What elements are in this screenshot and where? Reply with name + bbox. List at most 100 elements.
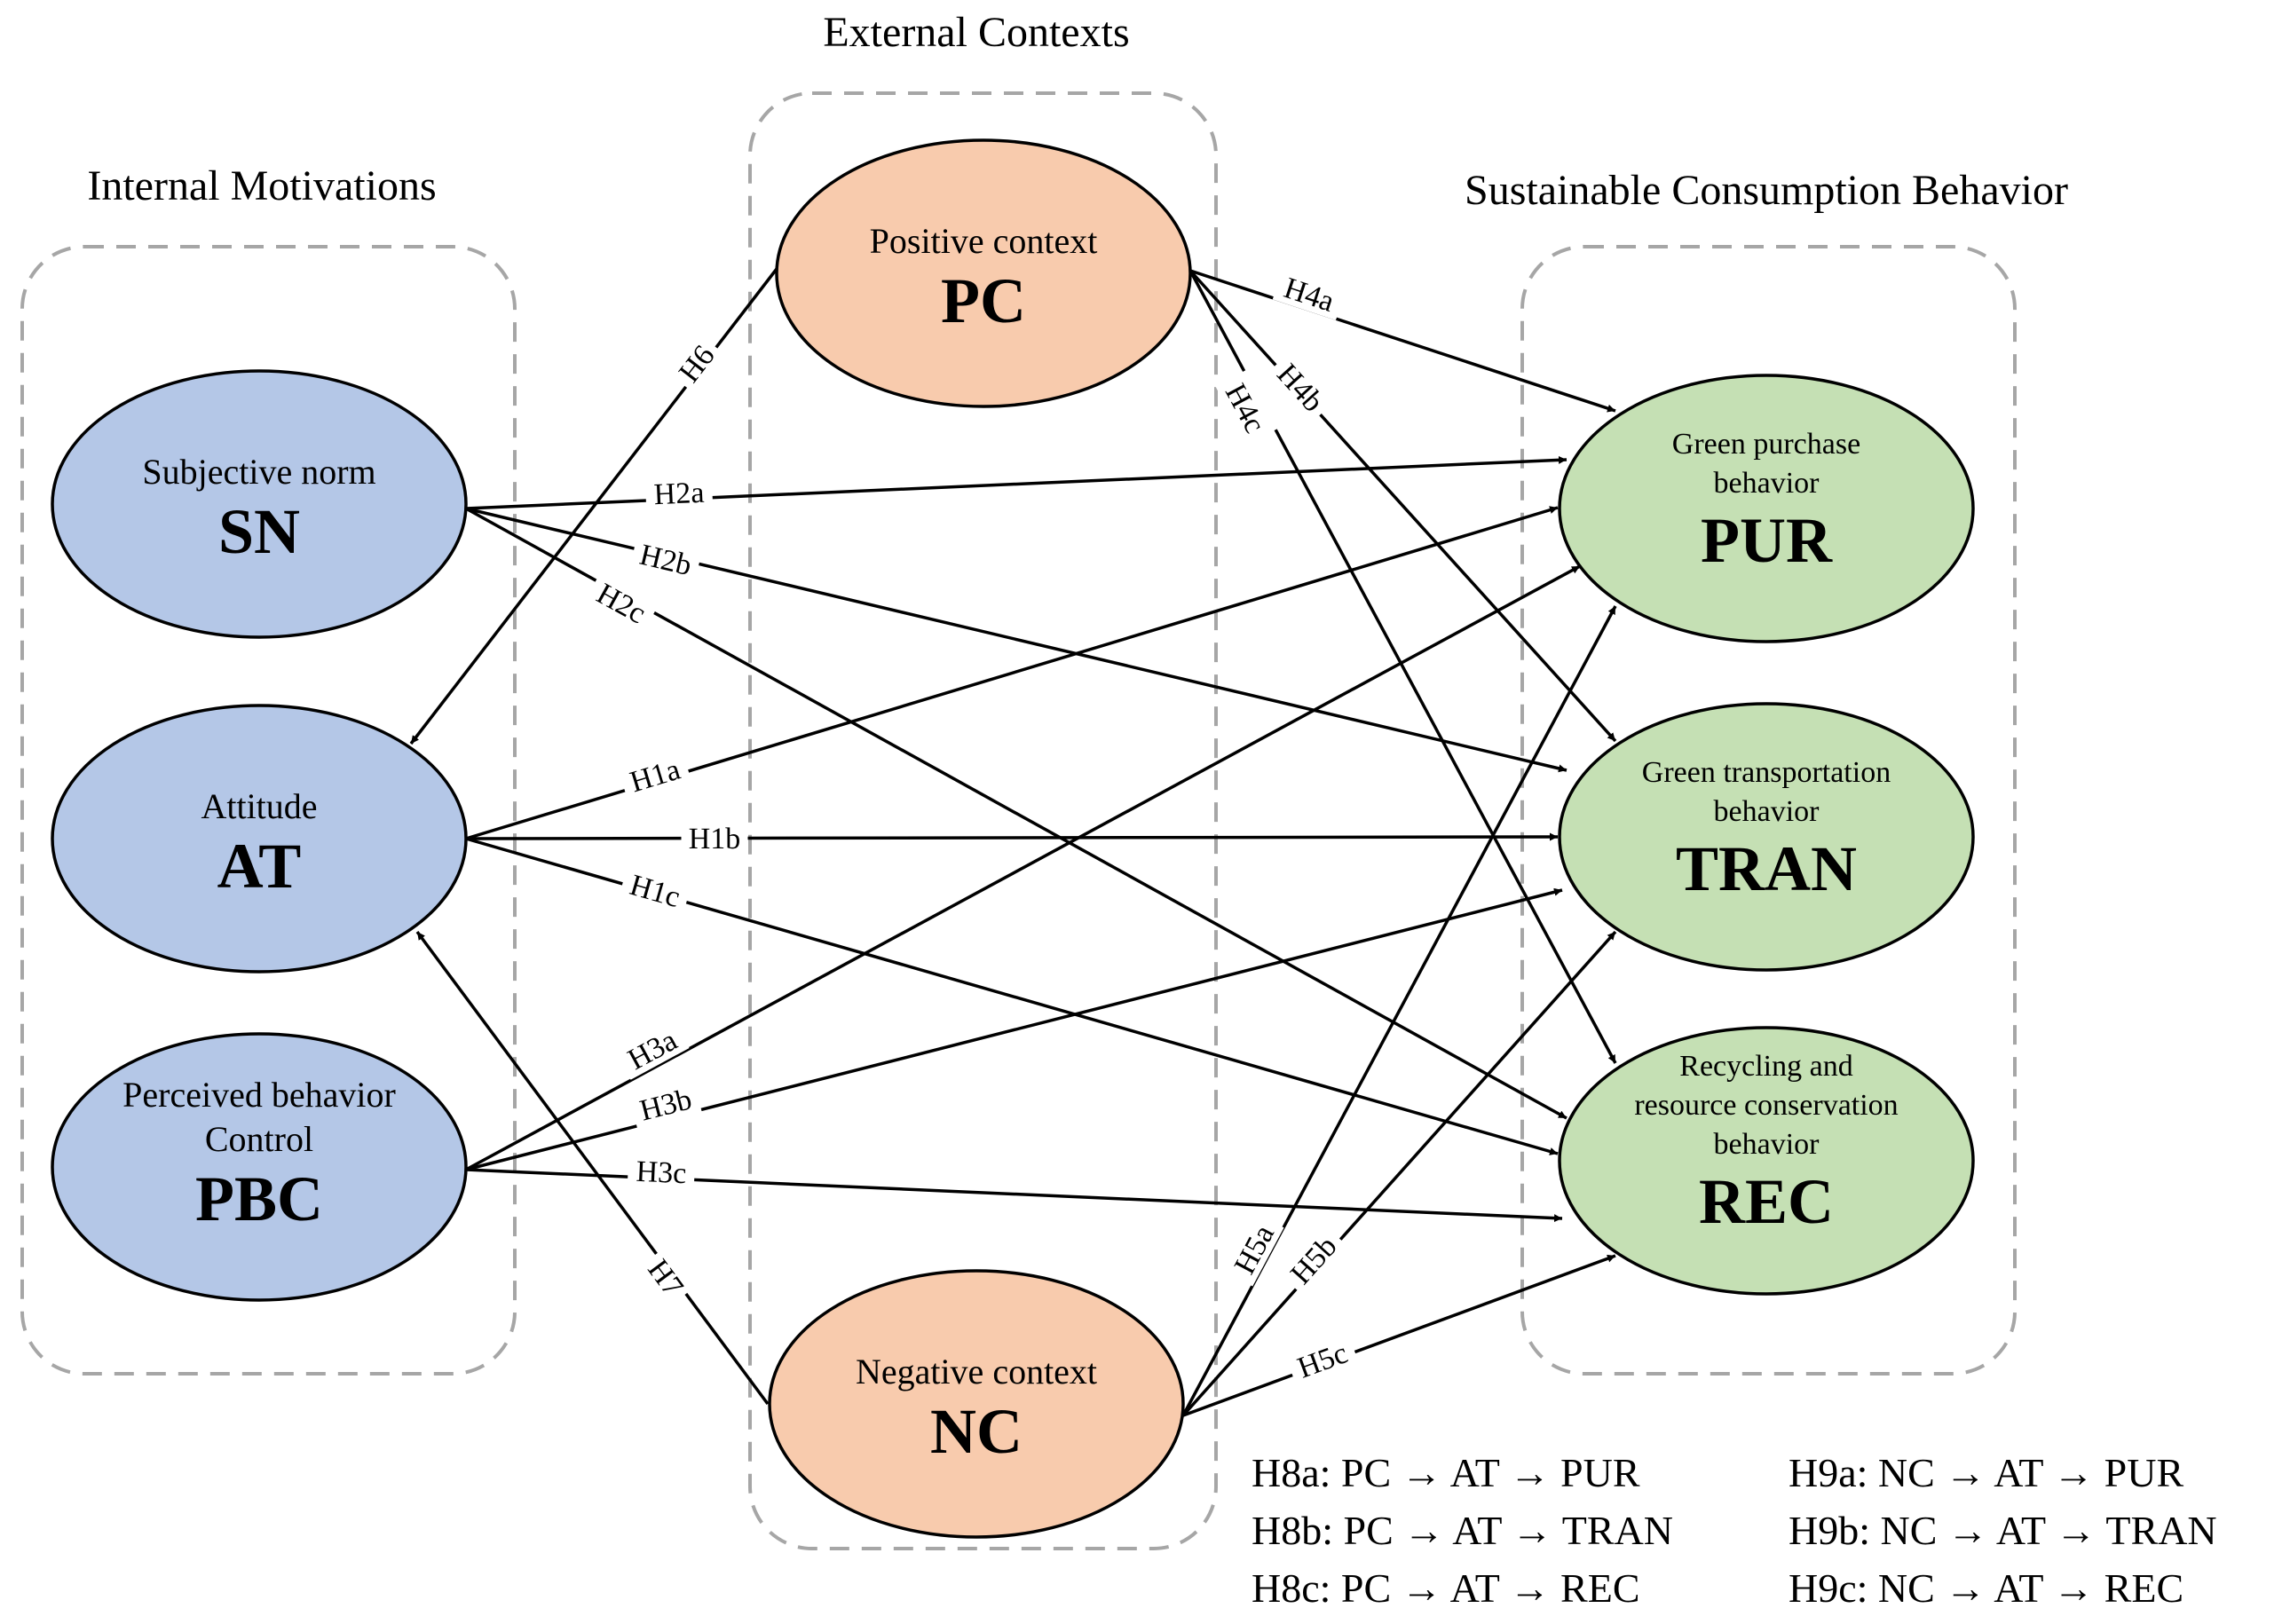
edge-label-text: H5c xyxy=(1293,1336,1352,1384)
node-pur-label: Green purchase xyxy=(1672,428,1860,461)
node-pur-abbr: PUR xyxy=(1701,505,1833,576)
label-h3a: H3a xyxy=(613,1016,690,1080)
node-pc-abbr: PC xyxy=(941,265,1026,336)
external-contexts-title: External Contexts xyxy=(823,9,1129,56)
node-at-ellipse xyxy=(51,704,468,974)
node-rec-label: resource conservation xyxy=(1634,1089,1898,1122)
edge-label-text: H3b xyxy=(636,1083,695,1127)
node-sn-ellipse xyxy=(51,369,468,639)
edge-label-text: H1c xyxy=(627,869,684,914)
node-pur-label: behavior xyxy=(1714,467,1820,500)
label-h5c: H5c xyxy=(1284,1330,1360,1387)
path-h7 xyxy=(415,930,770,1406)
edge-label-text: H3c xyxy=(636,1155,687,1190)
node-tran-ellipse xyxy=(1558,702,1975,972)
path-h5c xyxy=(1182,1254,1616,1417)
node-pc-ellipse xyxy=(775,138,1192,408)
label-background xyxy=(627,1151,696,1190)
node-nc-ellipse xyxy=(768,1269,1185,1539)
label-h3b: H3b xyxy=(628,1077,702,1129)
label-background xyxy=(1284,1330,1360,1387)
label-h4a: H4a xyxy=(1272,265,1347,320)
external-contexts-box xyxy=(748,91,1218,1550)
node-nc-label: Negative context xyxy=(856,1352,1097,1391)
edge-label-text: H2a xyxy=(653,477,705,511)
mediation-h9b: H9b: NC → AT → TRAN xyxy=(1789,1508,2217,1553)
path-h4b xyxy=(1188,269,1617,743)
node-sn-abbr: SN xyxy=(218,496,300,567)
edge-label-text: H4a xyxy=(1280,272,1338,319)
label-h5a: H5a xyxy=(1220,1210,1284,1287)
mediation-h8a: H8a: PC → AT → PUR xyxy=(1252,1450,1640,1495)
edge-label-text: H1a xyxy=(627,753,684,800)
label-background xyxy=(584,570,660,634)
label-background xyxy=(666,332,725,394)
path-h1b xyxy=(465,832,1559,841)
path-h4a xyxy=(1189,269,1616,413)
sustainable-consumption-box xyxy=(1520,245,2017,1376)
node-pbc-ellipse xyxy=(51,1032,468,1302)
label-background xyxy=(637,1246,697,1308)
node-at-label: Attitude xyxy=(201,786,317,826)
path-h3b xyxy=(465,887,1563,1171)
node-pc-label: Positive context xyxy=(870,221,1098,261)
label-background xyxy=(681,818,748,855)
label-background xyxy=(1215,369,1279,445)
path-h2b xyxy=(465,507,1567,773)
node-tran-label: behavior xyxy=(1714,795,1820,828)
node-at-abbr: AT xyxy=(217,831,302,902)
mediation-h8b: H8b: PC → AT → TRAN xyxy=(1252,1508,1673,1553)
label-background xyxy=(629,532,703,584)
node-pbc-label: Perceived behavior xyxy=(122,1075,396,1115)
label-h1a: H1a xyxy=(617,747,692,801)
mediation-hypotheses: H8a: PC → AT → PUR H8b: PC → AT → TRAN H… xyxy=(1252,1450,2217,1611)
label-h6: H6 xyxy=(666,332,725,394)
path-h2a xyxy=(465,455,1567,510)
mediation-h8c: H8c: PC → AT → REC xyxy=(1252,1565,1640,1611)
label-background xyxy=(1276,1222,1348,1296)
node-pbc-abbr: PBC xyxy=(195,1163,323,1234)
path-h5b xyxy=(1181,930,1617,1417)
edge-label-text: H1b xyxy=(689,823,741,855)
node-nc-abbr: NC xyxy=(930,1396,1023,1467)
node-rec-abbr: REC xyxy=(1699,1166,1834,1237)
node-rec-label: behavior xyxy=(1714,1128,1820,1161)
node-tran-label: Green transportation xyxy=(1642,756,1891,789)
label-background xyxy=(1220,1210,1284,1287)
label-background xyxy=(618,863,693,916)
label-h4c: H4c xyxy=(1215,369,1279,445)
label-h3c: H3c xyxy=(627,1151,696,1190)
sustainable-consumption-title: Sustainable Consumption Behavior xyxy=(1465,167,2068,214)
node-pur-ellipse xyxy=(1558,374,1975,643)
node-pbc-label: Control xyxy=(205,1119,313,1159)
node-rec-ellipse xyxy=(1558,1026,1975,1296)
node-rec: Recycling and resource conservation behavi… xyxy=(1558,1026,1975,1296)
path-h3a xyxy=(465,564,1581,1171)
internal-motivations-title: Internal Motivations xyxy=(87,162,436,209)
label-background xyxy=(613,1016,690,1080)
node-sn-label: Subjective norm xyxy=(142,452,375,492)
label-background xyxy=(1272,265,1347,320)
label-h1c: H1c xyxy=(618,863,693,916)
hypothesis-paths xyxy=(409,267,1617,1417)
label-h7: H7 xyxy=(637,1246,697,1308)
label-background xyxy=(1266,350,1338,423)
label-background xyxy=(628,1077,702,1129)
label-background xyxy=(617,747,692,801)
label-h4b: H4b xyxy=(1266,350,1338,423)
internal-motivations-box xyxy=(20,245,517,1376)
path-h5a xyxy=(1181,605,1617,1416)
node-rec-label: Recycling and xyxy=(1679,1050,1852,1083)
label-h5b: H5b xyxy=(1276,1222,1348,1296)
label-h1b: H1b xyxy=(681,818,748,855)
node-tran-abbr: TRAN xyxy=(1676,833,1857,904)
